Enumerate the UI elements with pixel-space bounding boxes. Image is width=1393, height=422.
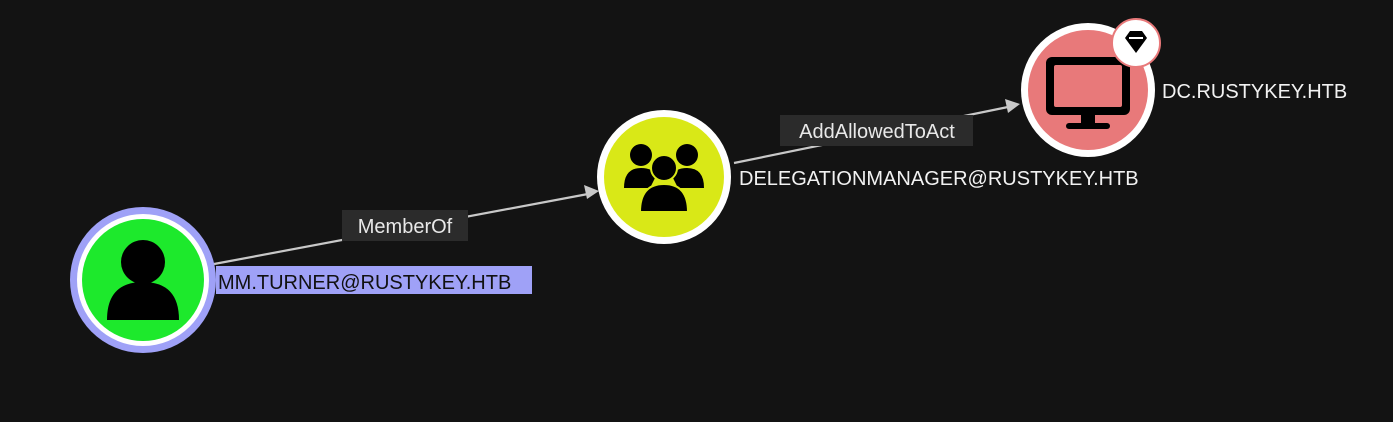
node-group[interactable]: DELEGATIONMANAGER@RUSTYKEY.HTB bbox=[597, 110, 1139, 244]
edge-addallowedtoact[interactable]: AddAllowedToAct bbox=[733, 99, 1020, 165]
edge-memberof-label-bg bbox=[342, 210, 468, 241]
diamond-icon bbox=[1125, 31, 1147, 53]
edge-addallowedtoact-label-bg bbox=[780, 115, 973, 146]
computer-icon bbox=[1046, 57, 1130, 129]
node-user[interactable]: MM.TURNER@RUSTYKEY.HTB bbox=[70, 207, 532, 353]
edge-memberof-label[interactable]: MemberOf bbox=[358, 216, 453, 238]
node-user-label-bg bbox=[216, 266, 532, 294]
edge-addallowedtoact-label[interactable]: AddAllowedToAct bbox=[799, 121, 955, 143]
user-icon bbox=[107, 240, 179, 320]
edge-memberof[interactable]: MemberOf bbox=[213, 185, 599, 266]
node-computer-label[interactable]: DC.RUSTYKEY.HTB bbox=[1162, 81, 1347, 103]
node-computer-badge bbox=[1111, 18, 1161, 68]
edge-memberof-arrow bbox=[584, 185, 599, 199]
node-group-label[interactable]: DELEGATIONMANAGER@RUSTYKEY.HTB bbox=[739, 168, 1139, 190]
edge-addallowedtoact-arrow bbox=[1005, 99, 1020, 113]
node-computer[interactable]: DC.RUSTYKEY.HTB bbox=[1021, 18, 1347, 157]
group-icon bbox=[624, 144, 704, 213]
node-user-label[interactable]: MM.TURNER@RUSTYKEY.HTB bbox=[218, 272, 511, 294]
